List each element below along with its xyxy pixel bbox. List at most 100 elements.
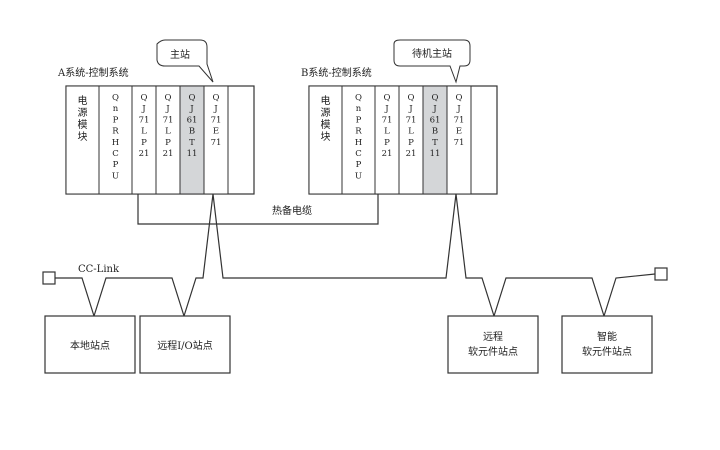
module-label-char: T (432, 138, 438, 148)
module-label-char: 11 (430, 149, 441, 159)
module-label-char: 61 (187, 115, 198, 125)
module-label-char: J (213, 104, 218, 114)
module-label-char: J (384, 104, 389, 114)
module-label-char: J (141, 104, 146, 114)
module-slot (65, 85, 100, 195)
module-label-char: L (165, 127, 171, 137)
module-label-char: J (165, 104, 170, 114)
station-label: 本地站点 (70, 339, 110, 352)
module-label-char: H (355, 138, 362, 148)
module-label-char: n (356, 104, 362, 114)
station-label-line1: 智能 (597, 330, 617, 343)
module-slot (98, 85, 133, 195)
module-label-char: 11 (187, 149, 198, 159)
module-label-char: P (165, 138, 171, 148)
module-label-char: Q (432, 93, 439, 103)
module-label-char: 电 (78, 94, 88, 107)
module-slot (446, 85, 472, 195)
station-label-line1: 远程 (483, 331, 503, 343)
module-label-char: Q (355, 93, 362, 103)
module-label-char: 块 (78, 131, 88, 143)
cc-link-label: CC-Link (78, 264, 120, 275)
module-slot (203, 85, 229, 195)
system-a-callout: 主站 (156, 39, 214, 83)
module-label-char: 71 (454, 138, 465, 148)
cc-link-network: CC-Link (42, 193, 668, 318)
module-label-char: L (408, 127, 414, 137)
module-label-char: 71 (211, 138, 222, 148)
station-intelligent-device: 智能 软元件站点 (561, 315, 653, 374)
module-label-char: E (213, 127, 219, 137)
module-label-char: R (355, 127, 362, 137)
system-a-modules: 电源模块QnPRHCPUQJ71LP21QJ71LP21QJ61BT11QJ71… (65, 85, 229, 195)
tracking-cable-label: 热备电缆 (272, 204, 312, 217)
module-label-char: Q (189, 93, 196, 103)
module-label-char: 71 (454, 115, 465, 125)
module-label-char: Q (165, 93, 172, 103)
module-label-char: Q (213, 93, 220, 103)
module-label-char: 模 (321, 119, 331, 131)
module-label-char: n (113, 104, 119, 114)
module-label-char: 71 (211, 115, 222, 125)
module-label-char: P (141, 138, 147, 148)
module-label-char: 71 (382, 115, 393, 125)
module-label-char: Q (408, 93, 415, 103)
module-label-char: P (356, 160, 362, 170)
module-label-char: 71 (163, 115, 174, 125)
module-label-char: L (384, 127, 390, 137)
tracking-cable: 热备电缆 (137, 194, 379, 225)
module-label-char: P (384, 138, 390, 148)
module-label-char: 61 (430, 115, 441, 125)
module-label-char: Q (141, 93, 148, 103)
module-label-char: 21 (163, 149, 174, 159)
module-slot (422, 85, 448, 195)
module-label-char: B (432, 127, 438, 137)
module-label-char: 源 (321, 106, 331, 119)
cc-link-bus (55, 193, 656, 318)
system-a-callout-text: 主站 (170, 48, 190, 61)
system-b-callout-text: 待机主站 (412, 47, 452, 60)
module-label-char: 模 (78, 119, 88, 131)
station-local: 本地站点 (44, 315, 136, 374)
module-label-char: Q (384, 93, 391, 103)
module-label-char: B (189, 127, 195, 137)
module-label-char: P (113, 160, 119, 170)
module-slot (155, 85, 181, 195)
station-label: 远程I/O站点 (157, 339, 213, 352)
module-label-char: J (456, 104, 461, 114)
module-label-char: J (189, 104, 194, 114)
module-label-char: 电 (321, 94, 331, 107)
module-label-char: J (432, 104, 437, 114)
module-label-char: P (356, 115, 362, 125)
module-label-char: H (112, 138, 119, 148)
module-label-char: T (189, 138, 195, 148)
system-b-callout: 待机主站 (393, 39, 471, 84)
left-terminator (42, 271, 56, 285)
station-label-line2: 软元件站点 (468, 345, 518, 358)
module-label-char: 71 (406, 115, 417, 125)
module-label-char: Q (456, 93, 463, 103)
module-label-char: P (408, 138, 414, 148)
module-slot (398, 85, 424, 195)
station-remote-io: 远程I/O站点 (139, 315, 231, 374)
module-slot (308, 85, 343, 195)
system-b-modules: 电源模块QnPRHCPUQJ71LP21QJ71LP21QJ61BT11QJ71… (308, 85, 472, 195)
module-label-char: C (112, 149, 119, 159)
module-label-char: C (355, 149, 362, 159)
module-label-char: E (456, 127, 462, 137)
station-label-line2: 软元件站点 (582, 345, 632, 358)
module-label-char: 源 (78, 106, 88, 119)
module-label-char: U (355, 171, 362, 181)
system-a-title: A系统-控制系统 (57, 66, 129, 79)
module-label-char: L (141, 127, 147, 137)
module-label-char: Q (112, 93, 119, 103)
module-label-char: J (408, 104, 413, 114)
module-label-char: 块 (321, 131, 331, 143)
module-label-char: R (112, 127, 119, 137)
module-slot (179, 85, 205, 195)
module-label-char: 21 (406, 149, 417, 159)
module-label-char: U (112, 171, 119, 181)
right-terminator (654, 267, 668, 281)
module-label-char: 21 (382, 149, 393, 159)
